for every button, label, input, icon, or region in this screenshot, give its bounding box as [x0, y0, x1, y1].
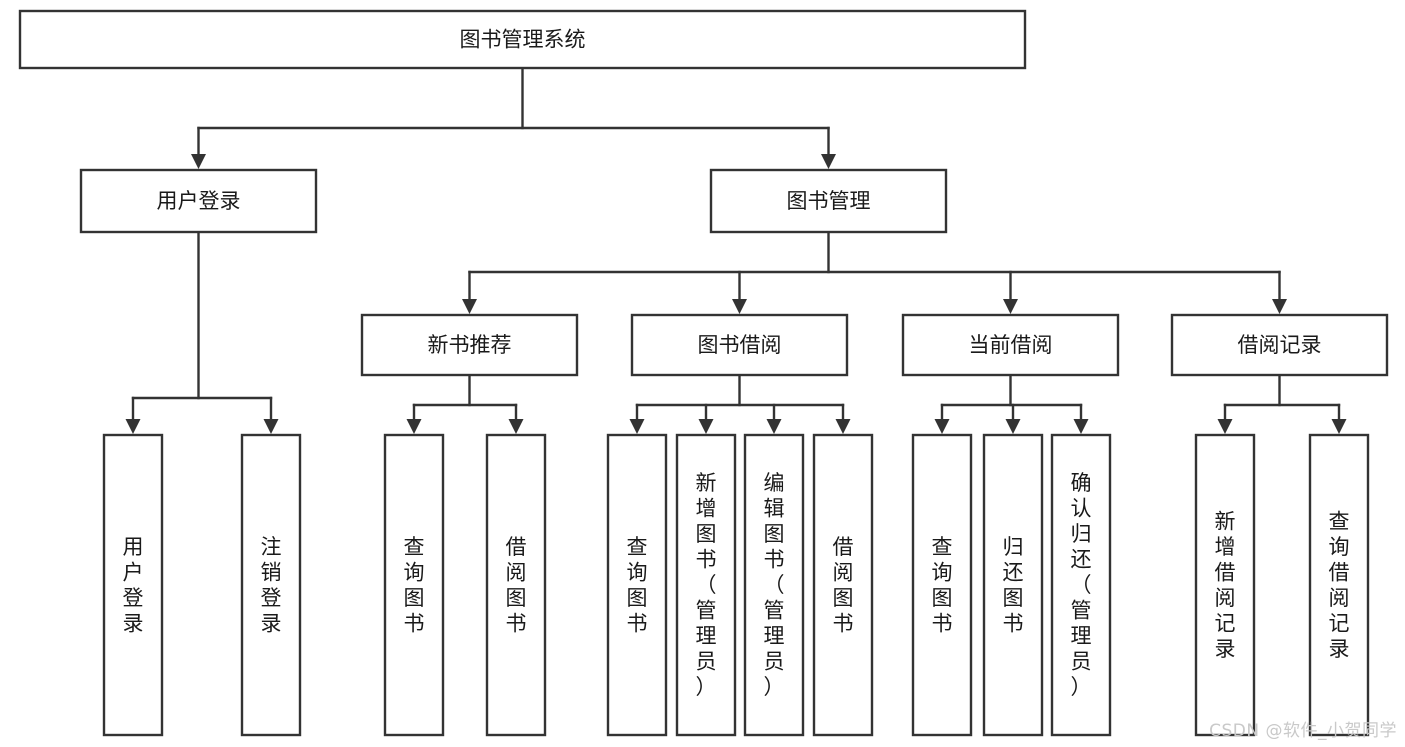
node-leaf-edit-book-label: 编辑图书（管理员） [764, 471, 785, 699]
node-current-borrow-box[interactable] [901, 313, 1120, 377]
node-book-borrow-box[interactable] [630, 313, 849, 377]
node-leaf-edit-book-box[interactable] [743, 433, 805, 737]
connector-arrowhead [191, 154, 206, 169]
node-leaf-logout[interactable]: 注销登录 [240, 433, 302, 737]
node-leaf-query-book-1-label: 查询图书 [404, 535, 425, 636]
node-leaf-query-book-2-box[interactable] [606, 433, 668, 737]
connector-arrowhead [835, 419, 851, 434]
node-new-book-recommend-label: 新书推荐 [428, 333, 512, 357]
node-leaf-return-book-label: 归还图书 [1003, 535, 1024, 636]
node-leaf-logout-label: 注销登录 [261, 535, 282, 636]
node-leaf-confirm-return-label: 确认归还（管理员） [1071, 471, 1092, 699]
connector-group [934, 373, 1089, 434]
node-user-login[interactable]: 用户登录 [79, 168, 318, 234]
node-leaf-query-book-1[interactable]: 查询图书 [383, 433, 445, 737]
node-leaf-user-login-box[interactable] [102, 433, 164, 737]
connector-group [629, 373, 851, 434]
node-borrow-record-box[interactable] [1170, 313, 1389, 377]
node-new-book-recommend-box[interactable] [360, 313, 579, 377]
node-leaf-borrow-book-1-box[interactable] [485, 433, 547, 737]
node-leaf-borrow-book-1-label: 借阅图书 [506, 535, 527, 636]
node-leaf-return-book-box[interactable] [982, 433, 1044, 737]
node-leaf-return-book[interactable]: 归还图书 [982, 433, 1044, 737]
connector-arrowhead [1005, 419, 1021, 434]
connector-arrowhead [508, 419, 524, 434]
node-leaf-query-book-3-box[interactable] [911, 433, 973, 737]
node-leaf-borrow-book-1[interactable]: 借阅图书 [485, 433, 547, 737]
node-new-book-recommend[interactable]: 新书推荐 [360, 313, 579, 377]
node-root-label: 图书管理系统 [460, 28, 586, 52]
node-leaf-query-book-3-label: 查询图书 [932, 535, 953, 636]
connector-arrowhead [732, 299, 747, 314]
node-leaf-logout-box[interactable] [240, 433, 302, 737]
node-leaf-add-book-label: 新增图书（管理员） [696, 471, 717, 699]
connector-arrowhead [934, 419, 950, 434]
node-leaf-borrow-book-2-box[interactable] [812, 433, 874, 737]
connector-arrowhead [698, 419, 714, 434]
node-leaf-query-book-2[interactable]: 查询图书 [606, 433, 668, 737]
connector-arrowhead [462, 299, 477, 314]
node-leaf-add-record-box[interactable] [1194, 433, 1256, 737]
connector-layer [125, 66, 1347, 434]
node-current-borrow-label: 当前借阅 [969, 333, 1053, 357]
node-user-login-label: 用户登录 [157, 189, 241, 213]
connector-group [406, 373, 524, 434]
node-leaf-query-book-1-box[interactable] [383, 433, 445, 737]
connector-arrowhead [629, 419, 645, 434]
node-borrow-record[interactable]: 借阅记录 [1170, 313, 1389, 377]
node-leaf-borrow-book-2-label: 借阅图书 [833, 535, 854, 636]
node-leaf-confirm-return-box[interactable] [1050, 433, 1112, 737]
node-book-manage-label: 图书管理 [787, 189, 871, 213]
connector-group [191, 66, 836, 169]
node-leaf-edit-book[interactable]: 编辑图书（管理员） [743, 433, 805, 737]
node-book-borrow[interactable]: 图书借阅 [630, 313, 849, 377]
node-leaf-add-book-box[interactable] [675, 433, 737, 737]
node-leaf-query-book-2-label: 查询图书 [627, 535, 648, 636]
connector-arrowhead [821, 154, 836, 169]
node-root-box[interactable] [18, 9, 1027, 70]
node-leaf-user-login-label: 用户登录 [123, 535, 144, 636]
connector-arrowhead [1217, 419, 1233, 434]
node-leaf-query-record[interactable]: 查询借阅记录 [1308, 433, 1370, 737]
connector-group [1217, 373, 1347, 434]
connector-arrowhead [263, 419, 279, 434]
node-leaf-query-record-label: 查询借阅记录 [1329, 509, 1350, 661]
connector-arrowhead [1331, 419, 1347, 434]
node-root[interactable]: 图书管理系统 [18, 9, 1027, 70]
connector-arrowhead [125, 419, 141, 434]
node-current-borrow[interactable]: 当前借阅 [901, 313, 1120, 377]
connector-arrowhead [766, 419, 782, 434]
node-leaf-query-book-3[interactable]: 查询图书 [911, 433, 973, 737]
node-leaf-add-book[interactable]: 新增图书（管理员） [675, 433, 737, 737]
node-book-manage-box[interactable] [709, 168, 948, 234]
csdn-watermark: CSDN @软件_小贺同学 [1209, 721, 1397, 741]
node-borrow-record-label: 借阅记录 [1238, 333, 1322, 357]
node-leaf-confirm-return[interactable]: 确认归还（管理员） [1050, 433, 1112, 737]
connector-arrowhead [1003, 299, 1018, 314]
node-book-borrow-label: 图书借阅 [698, 333, 782, 357]
node-leaf-add-record-label: 新增借阅记录 [1215, 509, 1236, 661]
connector-arrowhead [406, 419, 422, 434]
connector-arrowhead [1272, 299, 1287, 314]
node-leaf-user-login[interactable]: 用户登录 [102, 433, 164, 737]
node-leaf-query-record-box[interactable] [1308, 433, 1370, 737]
node-leaf-add-record[interactable]: 新增借阅记录 [1194, 433, 1256, 737]
node-layer: 图书管理系统用户登录图书管理新书推荐图书借阅当前借阅借阅记录用户登录注销登录查询… [18, 9, 1389, 737]
connector-group [462, 230, 1287, 314]
node-book-manage[interactable]: 图书管理 [709, 168, 948, 234]
connector-group [125, 230, 279, 434]
node-leaf-borrow-book-2[interactable]: 借阅图书 [812, 433, 874, 737]
node-user-login-box[interactable] [79, 168, 318, 234]
connector-arrowhead [1073, 419, 1089, 434]
